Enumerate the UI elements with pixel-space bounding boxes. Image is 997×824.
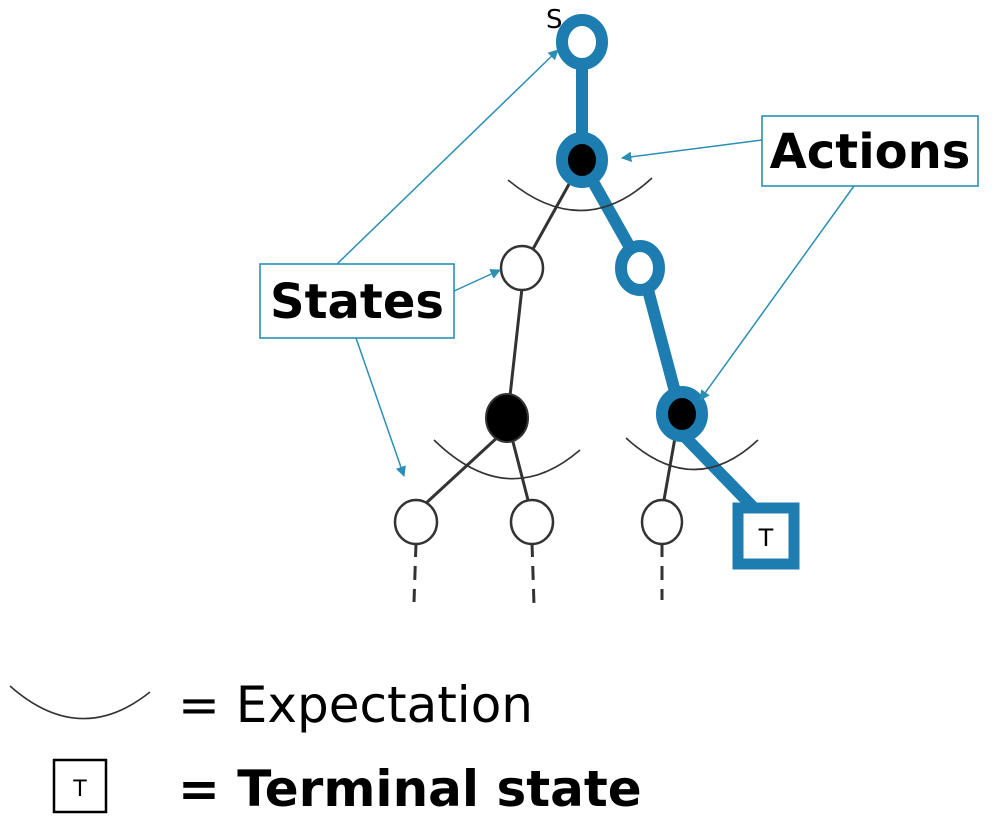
arrow-states-to-leaves (355, 337, 406, 477)
edge-action-left-leaf2 (510, 437, 530, 501)
state-node-left (499, 244, 545, 292)
root-label: S (546, 5, 563, 35)
continuation-dashes (412, 542, 664, 606)
terminal-node (732, 502, 800, 570)
path-action1-state (586, 174, 634, 250)
dash-leaf2 (530, 542, 536, 606)
expectation-arc-top (507, 177, 653, 212)
legend: = Expectation T = Terminal state (9, 676, 642, 818)
legend-expectation-symbol (9, 685, 151, 720)
legend-terminal-symbol (52, 758, 108, 814)
action-node-left (485, 393, 529, 443)
actions-callout-box (761, 115, 979, 187)
dash-leaf1 (412, 542, 418, 603)
arrow-actions-to-path-action (699, 185, 855, 401)
action-node-top (556, 132, 608, 188)
legend-terminal-text: = Terminal state (178, 760, 642, 818)
actions-callout: Actions (761, 115, 979, 187)
legend-expectation-text: = Expectation (178, 676, 533, 734)
path-action2-terminal (680, 432, 758, 512)
tree-edges (422, 167, 678, 507)
states-callout-text: States (270, 274, 444, 330)
arrow-states-to-left-state (451, 269, 501, 293)
path-state-action2 (642, 284, 680, 394)
states-callout: States (259, 263, 455, 339)
leaf-state-node-3 (640, 498, 684, 546)
terminal-label: T (758, 524, 774, 552)
highlighted-path (576, 60, 758, 512)
callout-arrows (335, 49, 855, 477)
arrow-actions-to-top-action (620, 139, 763, 163)
root-state-node (556, 14, 608, 70)
leaf-state-node-2 (509, 498, 555, 546)
edge-state-left-action-left (508, 287, 524, 397)
expectation-arc-left (433, 439, 581, 480)
expectation-arcs (433, 177, 759, 480)
tree-nodes (393, 14, 800, 570)
arrow-states-to-root (335, 49, 559, 266)
expectation-arc-right (625, 437, 759, 471)
leaf-state-node-1 (393, 498, 439, 546)
actions-callout-text: Actions (770, 124, 971, 180)
states-callout-box (259, 263, 455, 339)
action-node-path (656, 386, 708, 442)
edge-action-left-leaf1 (422, 433, 502, 507)
legend-terminal-symbol-letter: T (72, 777, 87, 802)
state-node-path (615, 240, 665, 296)
